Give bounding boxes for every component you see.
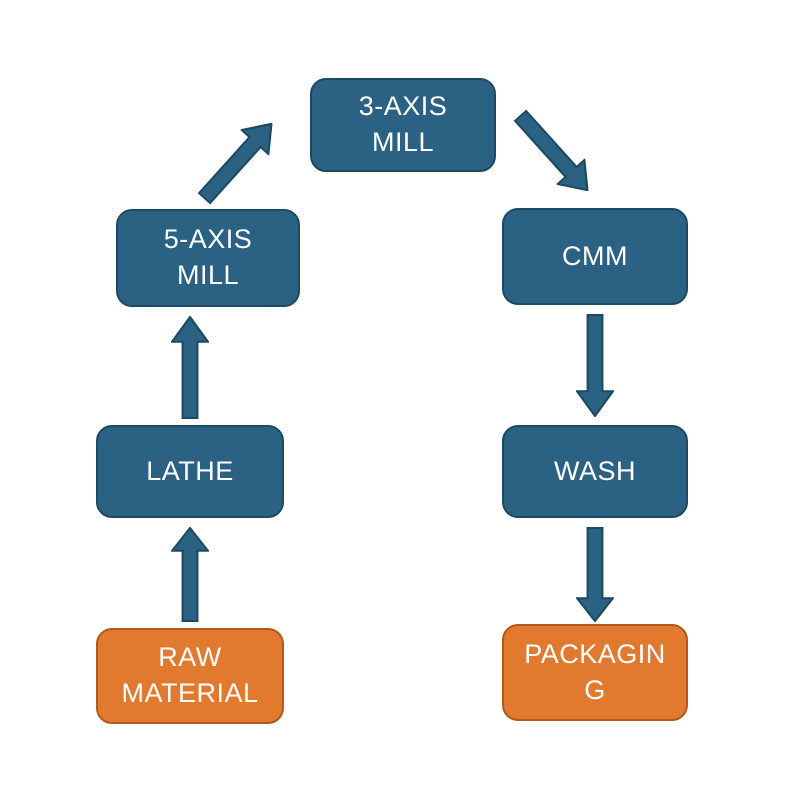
arrow-wash-to-packaging bbox=[576, 527, 614, 622]
node-packaging-label: PACKAGING bbox=[524, 638, 666, 705]
node-raw-material: RAW MATERIAL bbox=[96, 628, 284, 724]
arrow-3-axis-mill-to-cmm bbox=[506, 102, 602, 203]
node-packaging: PACKAGING bbox=[502, 624, 688, 721]
node-cmm-label: CMM bbox=[562, 240, 628, 271]
down-arrow-icon bbox=[576, 527, 614, 622]
arrow-raw-material-to-lathe bbox=[171, 527, 209, 622]
diagonal-down-right-arrow-icon bbox=[513, 109, 589, 192]
up-arrow-icon bbox=[171, 316, 209, 419]
node-5-axis-mill-label: 5-AXIS MILL bbox=[163, 224, 253, 290]
node-wash-label: WASH bbox=[554, 455, 636, 486]
arrow-lathe-to-5-axis-mill bbox=[171, 316, 209, 419]
node-cmm: CMM bbox=[502, 208, 688, 305]
arrow-5-axis-mill-to-3-axis-mill bbox=[190, 110, 286, 211]
down-arrow-icon bbox=[576, 314, 614, 417]
node-3-axis-mill: 3-AXIS MILL bbox=[310, 78, 496, 172]
arrow-cmm-to-wash bbox=[576, 314, 614, 417]
node-lathe: LATHE bbox=[96, 425, 284, 518]
diagonal-up-right-arrow-icon bbox=[197, 122, 273, 205]
node-5-axis-mill: 5-AXIS MILL bbox=[116, 209, 300, 307]
node-lathe-label: LATHE bbox=[146, 455, 234, 486]
up-arrow-icon bbox=[171, 527, 209, 622]
node-raw-material-label: RAW MATERIAL bbox=[121, 642, 259, 708]
node-3-axis-mill-label: 3-AXIS MILL bbox=[358, 91, 448, 157]
node-wash: WASH bbox=[502, 425, 688, 518]
